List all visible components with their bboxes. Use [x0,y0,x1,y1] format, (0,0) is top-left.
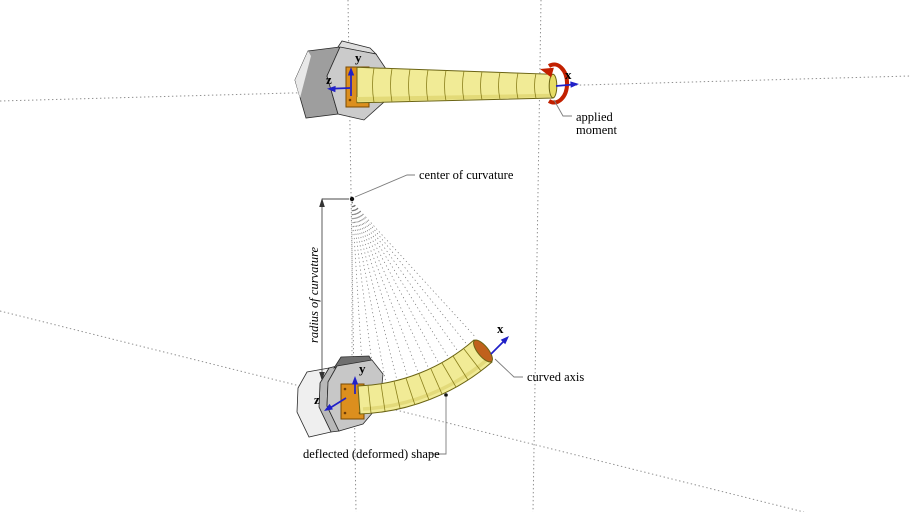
applied-moment-label-line2: moment [576,123,617,137]
deflected-shape-dot [444,393,448,397]
radius-of-curvature-label: radius of curvature [307,247,321,344]
radius-dimension-line [319,198,349,381]
deflected-shape-label: deflected (deformed) shape [303,447,440,461]
bolt-icon [348,98,352,102]
axis-label-z: z [314,392,320,407]
guide-line-lower-diagonal [0,310,805,512]
curved-axis-leader [494,358,523,378]
axis-label-y: y [355,50,362,65]
bolt-icon [343,411,347,415]
center-of-curvature-leader [354,174,415,198]
axis-label-y: y [359,361,366,376]
straight-beam-shade [357,93,553,102]
axis-label-z: z [326,72,332,87]
deflected-beam-rings [367,348,482,414]
top-support-highlight [295,51,311,98]
applied-moment-leader [553,99,572,117]
center-of-curvature-label: center of curvature [419,168,514,182]
undeformed-assembly: y z x applied moment [294,40,617,137]
deflected-beam-shade [362,357,490,411]
fan-radius-lines [351,201,477,385]
deflected-shape-leader [430,397,447,455]
axis-label-x: x [497,321,504,336]
annotations: center of curvature radius of curvature … [303,168,584,461]
deformed-assembly: y z x [296,321,509,438]
deflected-beam [357,339,493,415]
bottom-support-side-face [296,367,332,438]
deformed-axis-triad: y z x [314,321,509,411]
bolt-icon [343,387,347,391]
straight-beam-rings [372,67,537,103]
straight-beam-end-cap [548,73,558,99]
curved-axis-label: curved axis [527,370,584,384]
undeformed-axis-triad: y z x [326,50,579,96]
center-of-curvature-dot [349,196,355,202]
deflected-beam-end-cap [473,339,493,363]
axis-label-x: x [565,67,572,82]
applied-moment-label-line1: applied [576,110,614,124]
